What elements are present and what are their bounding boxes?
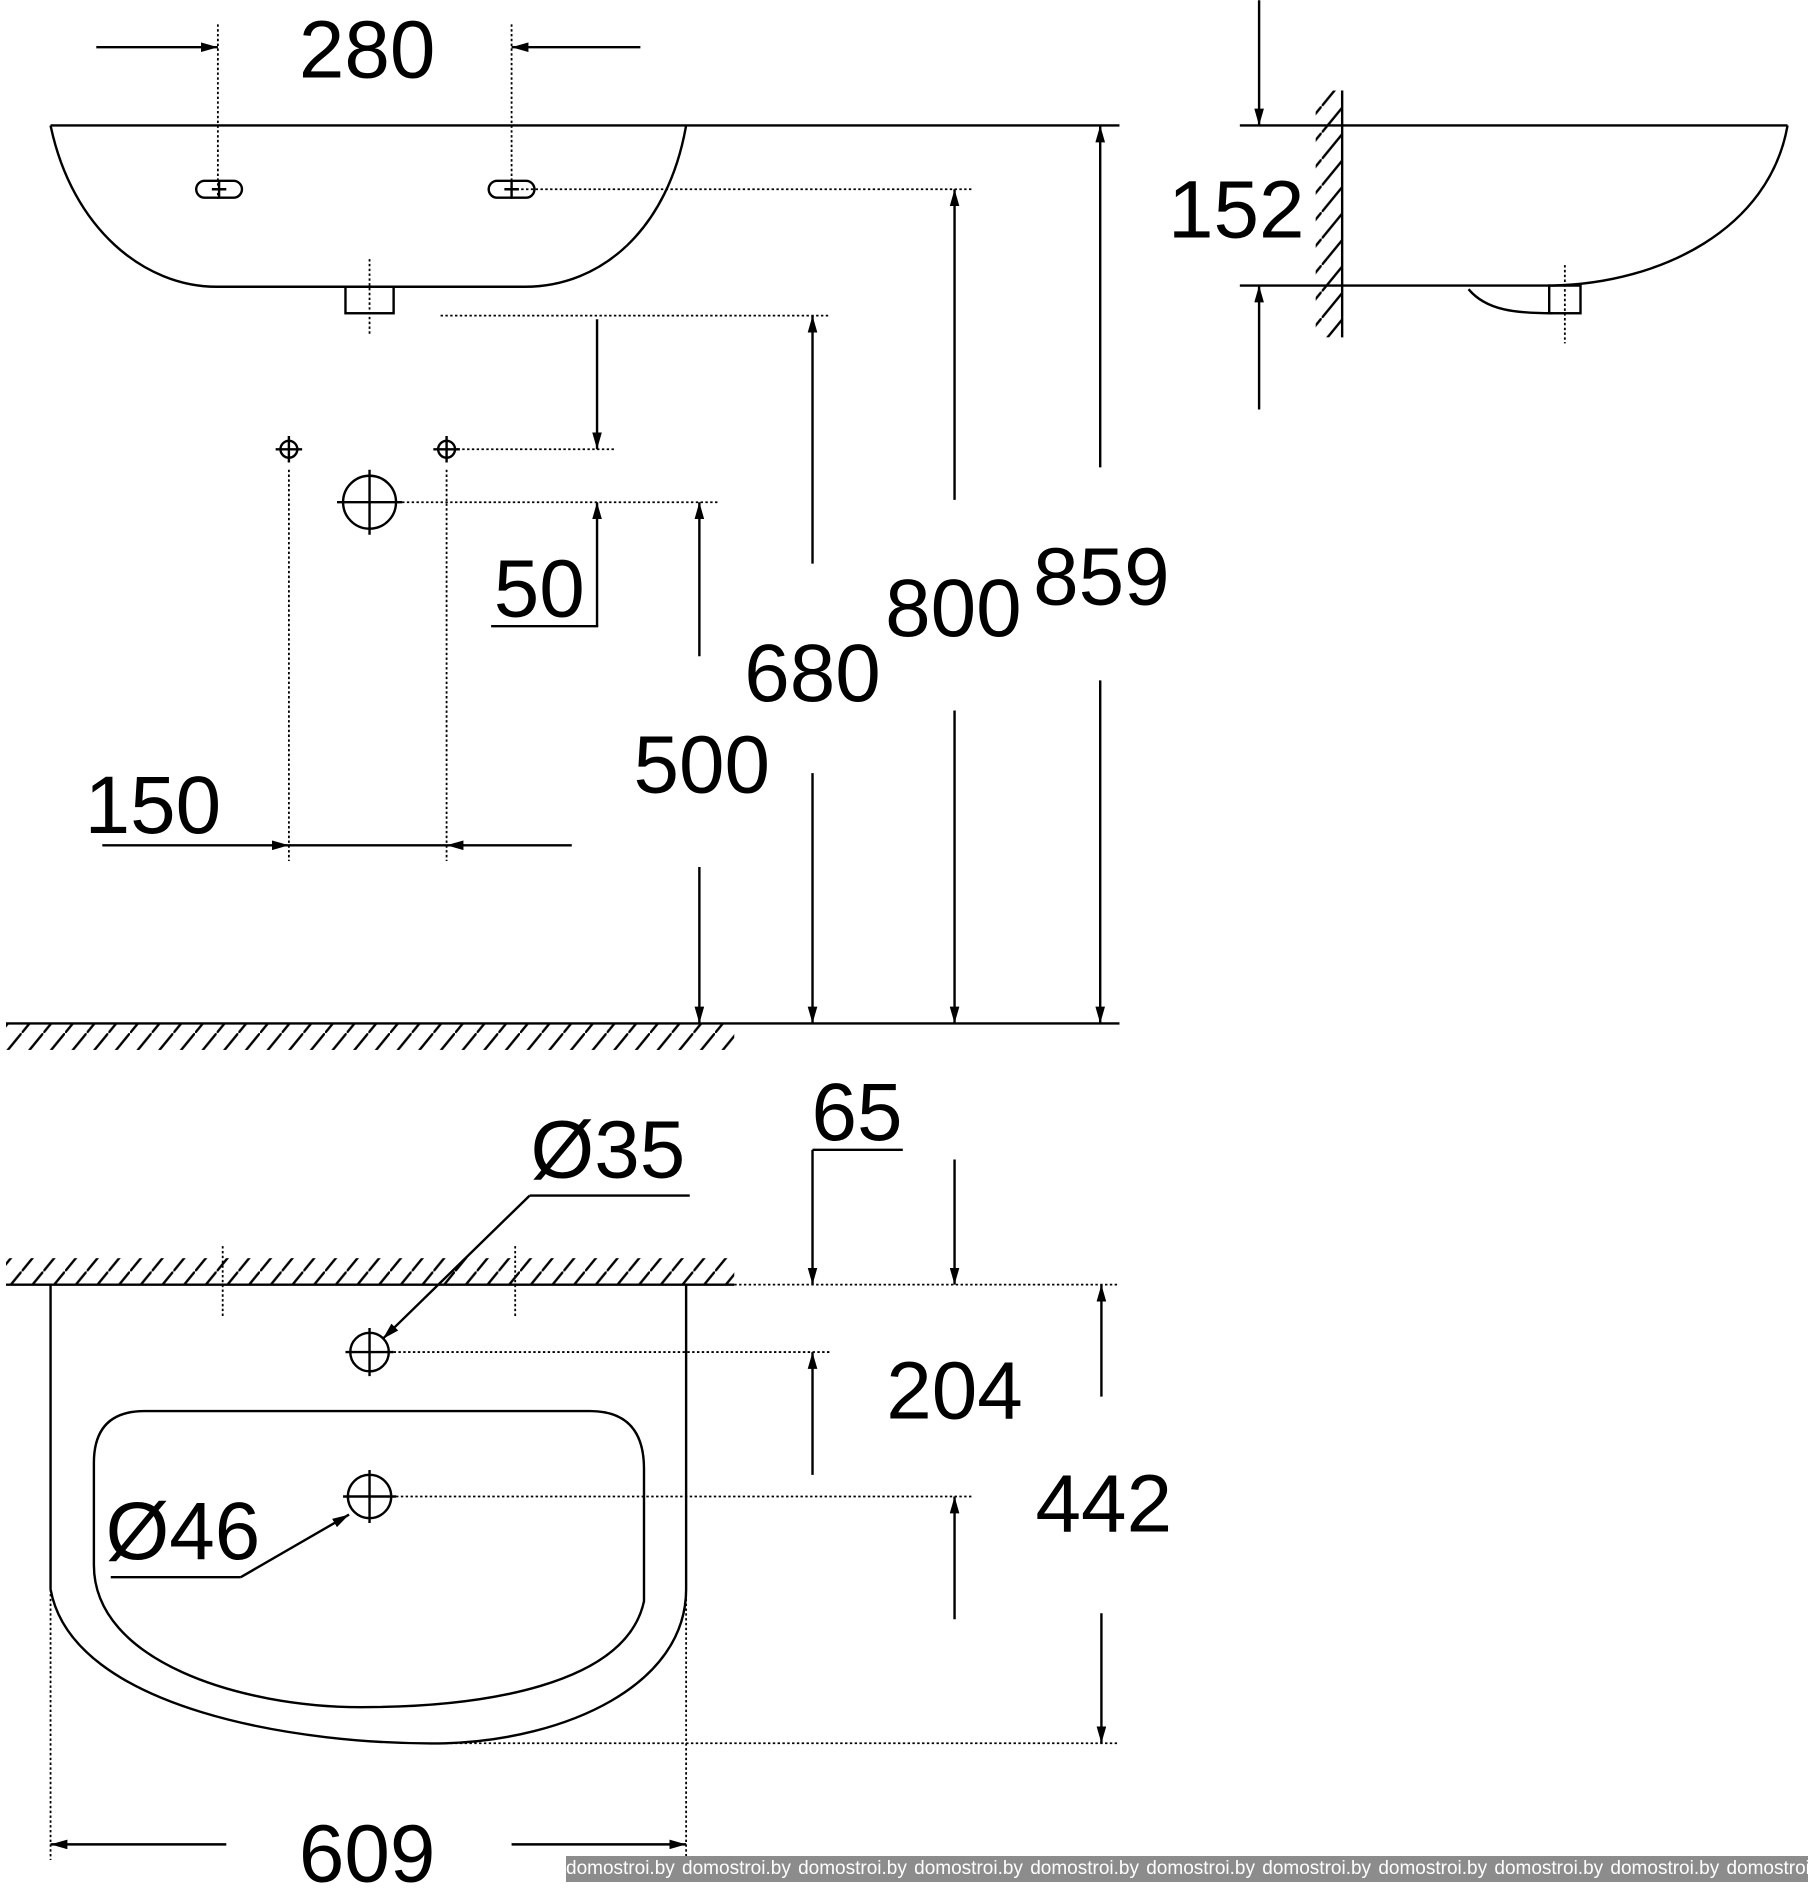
watermark-text: domostroi.by bbox=[1146, 1858, 1263, 1879]
watermark-text: domostroi.by bbox=[1030, 1858, 1147, 1879]
dim-800: 800 bbox=[885, 563, 1022, 654]
dim-diameter-35: Ø35 bbox=[531, 1105, 686, 1196]
watermark-text: domostroi.by bbox=[1262, 1858, 1379, 1879]
watermark-text: domostroi.by bbox=[1494, 1858, 1611, 1879]
watermark-text: domostroi.by bbox=[914, 1858, 1031, 1879]
dim-442: 442 bbox=[1036, 1458, 1173, 1549]
dim-152: 152 bbox=[1168, 164, 1305, 255]
dim-500: 500 bbox=[633, 719, 770, 810]
dim-680: 680 bbox=[744, 628, 881, 719]
front-elevation: 280 800 859 680 50 500 150 bbox=[6, 4, 1170, 1050]
dim-280: 280 bbox=[299, 4, 436, 95]
watermark-text: domostroi.by bbox=[1378, 1858, 1495, 1879]
dim-diameter-46: Ø46 bbox=[106, 1486, 261, 1577]
plan-view: Ø35 Ø46 65 204 442 609 bbox=[6, 1067, 1172, 1888]
dim-859: 859 bbox=[1033, 532, 1170, 623]
dim-204: 204 bbox=[886, 1345, 1023, 1436]
dim-65: 65 bbox=[812, 1067, 903, 1158]
watermark-text: domostroi.by bbox=[1726, 1858, 1808, 1879]
side-view: 152 bbox=[1168, 0, 1789, 410]
watermark-text: domostroi.by bbox=[566, 1858, 683, 1879]
dim-50: 50 bbox=[494, 544, 585, 635]
watermark-text: domostroi.by bbox=[682, 1858, 799, 1879]
watermark-text: domostroi.by bbox=[1610, 1858, 1727, 1879]
watermark-strip: domostroi.by domostroi.by domostroi.by d… bbox=[566, 1856, 1808, 1882]
dim-150: 150 bbox=[85, 760, 222, 851]
watermark-text: domostroi.by bbox=[798, 1858, 915, 1879]
dim-609: 609 bbox=[299, 1809, 436, 1888]
